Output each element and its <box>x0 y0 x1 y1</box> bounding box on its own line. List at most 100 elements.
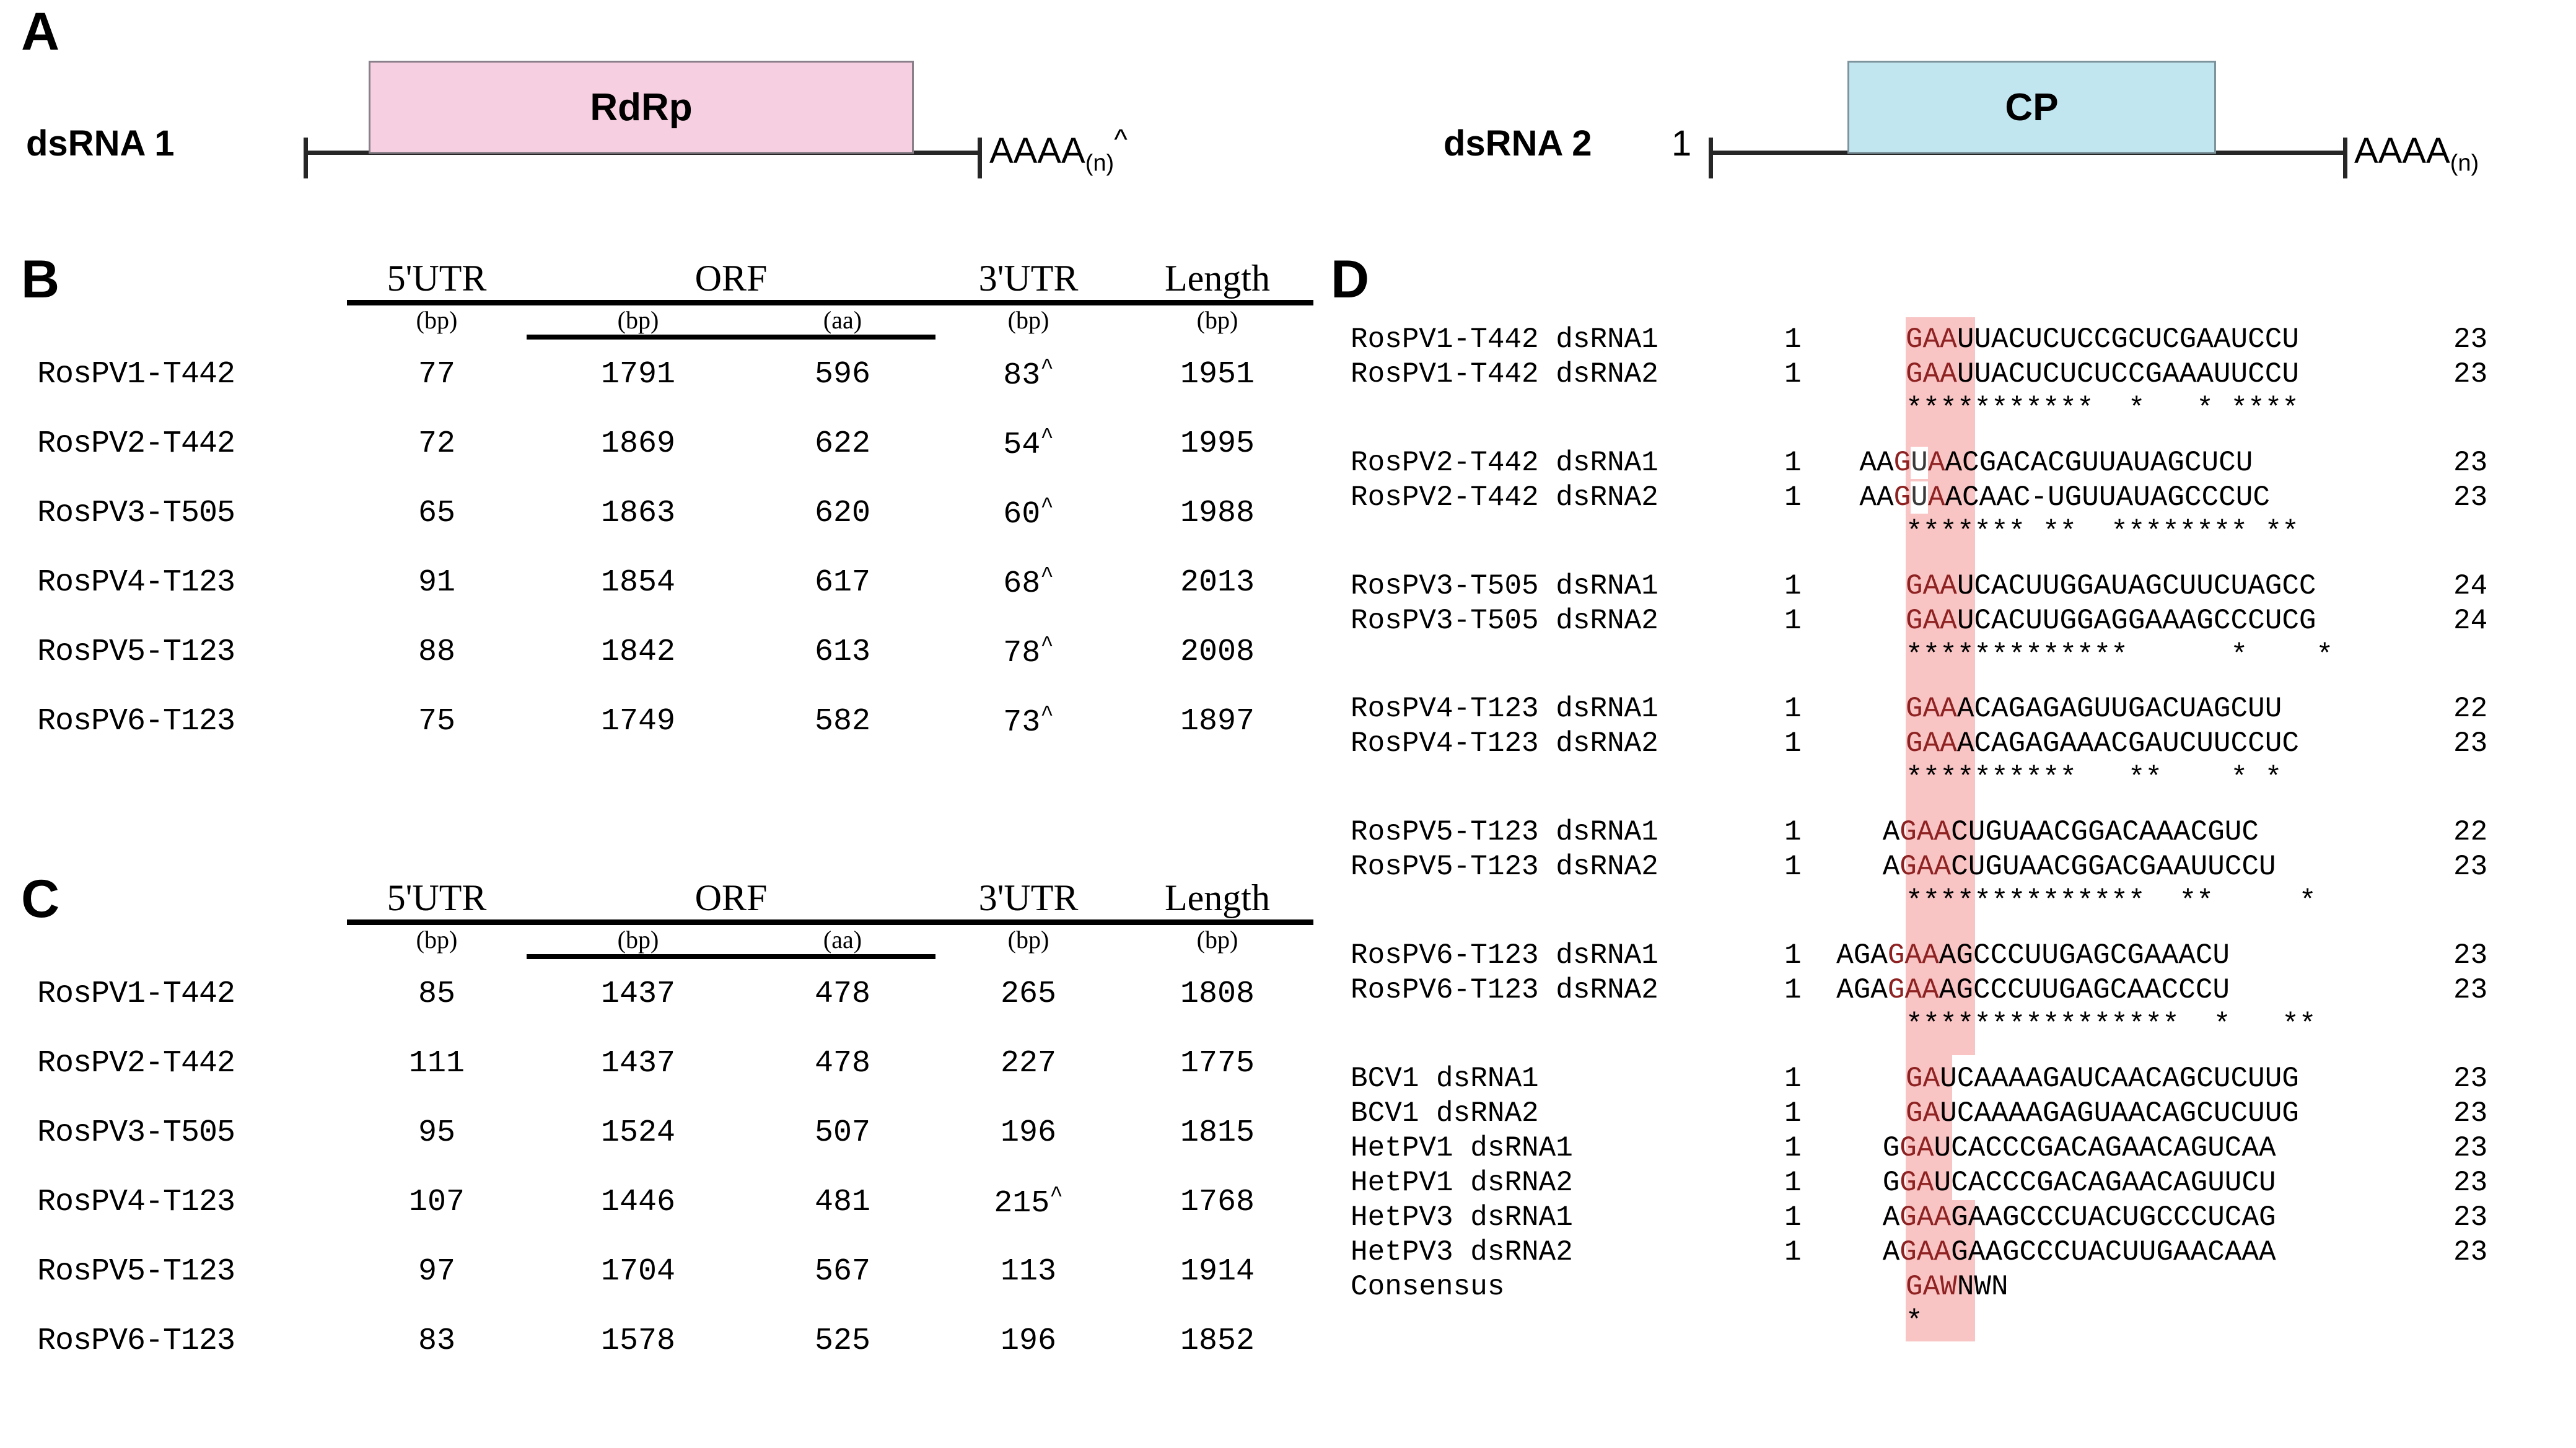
alignment-sequence: GAAACAGAGAGUUGACUAGCUU <box>1906 691 2282 726</box>
orf-bp: 1749 <box>600 703 676 739</box>
sequence-motif-char: A <box>1916 1201 1934 1234</box>
alignment-sequence: GGAUCACCCGACAGAACAGUUCU <box>1883 1165 2276 1200</box>
sequence-prefix: G <box>1882 1131 1900 1164</box>
polya-a-run: AAAA <box>989 131 1085 171</box>
highlight-band-wide <box>1906 317 1975 1055</box>
utr5-bp: 85 <box>418 976 455 1012</box>
utr5-bp: 91 <box>418 564 455 600</box>
total-length: 1897 <box>1180 703 1255 739</box>
orf-rule-spacer-left <box>37 954 527 959</box>
alignment-sequence-name: RosPV2-T442 dsRNA2 <box>1351 481 1658 514</box>
alignment-end-coord: 23 <box>2453 1131 2488 1164</box>
rdrp-label: RdRp <box>590 86 693 129</box>
alignment-sequence: AGAGAAAGCCCUUGAGCAACCCU <box>1836 973 2230 1007</box>
alignment-end-coord: 23 <box>2453 1097 2488 1130</box>
units-spacer <box>37 925 347 954</box>
conservation-stars: * <box>1906 1305 1923 1338</box>
alignment-sequence: AGAACUGUAACGGACAAACGUC <box>1883 815 2259 849</box>
alignment-end-coord: 23 <box>2453 1235 2488 1268</box>
column-header-orf: ORF <box>694 877 768 918</box>
utr5-bp: 107 <box>408 1184 465 1220</box>
alignment-sequence: AAGUAACAAC-UGUUAUAGCCCUC <box>1859 480 2270 515</box>
orf-aa: 617 <box>814 564 870 600</box>
orf-bp: 1791 <box>600 356 676 392</box>
alignment-start-coord: 1 <box>1784 569 1802 602</box>
footnote-caret: ^ <box>1040 424 1054 450</box>
unit-label-2: (aa) <box>823 306 862 334</box>
footnote-caret: ^ <box>1049 1183 1063 1208</box>
units-spacer <box>37 305 347 335</box>
panel-c-letter: C <box>21 869 60 929</box>
alignment-end-coord: 23 <box>2453 358 2488 390</box>
sequence-motif-char: G <box>1887 939 1905 972</box>
alignment-start-coord: 1 <box>1784 939 1802 972</box>
alignment-start-coord: 1 <box>1784 1097 1802 1130</box>
sequence-motif-char: G <box>1906 727 1923 760</box>
virus-name: RosPV2-T442 <box>37 1045 235 1081</box>
sequence-motif-char: A <box>1934 816 1952 849</box>
sequence-motif-char: G <box>1899 1166 1917 1199</box>
alignment-sequence-name: HetPV1 dsRNA2 <box>1351 1166 1573 1199</box>
utr5-bp: 77 <box>418 356 455 392</box>
header-spacer <box>37 877 347 919</box>
polya-a-run: AAAA <box>2354 131 2450 171</box>
sequence-motif-char: A <box>1922 604 1940 637</box>
conservation-stars: ************** ** * <box>1906 885 2316 918</box>
alignment-sequence-name: BCV1 dsRNA2 <box>1351 1097 1539 1130</box>
column-header-orf: ORF <box>694 258 768 299</box>
unit-label-1: (bp) <box>617 306 659 334</box>
column-header-length: Length <box>1165 258 1270 299</box>
utr3-bp: 196 <box>1000 1323 1056 1359</box>
sequence-motif-char: A <box>1940 358 1957 390</box>
column-header-3utr: 3'UTR <box>978 877 1079 918</box>
alignment-sequence: AAGUAACGACACGUUAUAGCUCU <box>1859 445 2253 480</box>
virus-name: RosPV2-T442 <box>37 426 235 462</box>
utr5-bp: 111 <box>408 1045 465 1081</box>
dsrna2-start-tick <box>1709 138 1713 178</box>
orf-bp: 1842 <box>600 634 676 670</box>
dsrna1-start-tick <box>304 138 308 178</box>
conservation-stars: ********** ** * * <box>1906 762 2282 795</box>
total-length: 1988 <box>1180 495 1255 531</box>
header-rule <box>347 919 1313 925</box>
sequence-motif-char: A <box>1916 1235 1934 1268</box>
orf-aa: 613 <box>814 634 870 670</box>
rule-spacer <box>37 300 347 305</box>
orf-rule <box>527 954 935 959</box>
alignment-sequence-name: HetPV3 dsRNA1 <box>1351 1201 1573 1234</box>
sequence-suffix: AGCCCUUGAGCGAAACU <box>1939 939 2230 972</box>
sequence-motif-char: A <box>1922 693 1940 726</box>
alignment-sequence: AGAAGAAGCCCUACUGCCCUCAG <box>1883 1200 2276 1235</box>
sequence-suffix: ACAAC-UGUUAUAGCCCUC <box>1945 481 2270 514</box>
sequence-motif-char: G <box>1906 1270 1923 1303</box>
alignment-end-coord: 23 <box>2453 1166 2488 1199</box>
alignment-end-coord: 22 <box>2453 693 2488 726</box>
alignment-start-coord: 1 <box>1784 1201 1802 1234</box>
column-header-5utr: 5'UTR <box>387 877 487 918</box>
sequence-motif-char: A <box>1904 974 1922 1006</box>
utr5-bp: 88 <box>418 634 455 670</box>
polya-subscript: (n) <box>1085 150 1115 177</box>
sequence-suffix: AGCCCUUGAGCAACCCU <box>1939 974 2230 1006</box>
alignment-end-coord: 23 <box>2453 1062 2488 1095</box>
virus-name: RosPV1-T442 <box>37 356 235 392</box>
total-length: 1808 <box>1180 976 1255 1012</box>
conservation-stars: **************** * ** <box>1906 1009 2316 1041</box>
orf-aa: 478 <box>814 1045 870 1081</box>
orf-aa: 582 <box>814 703 870 739</box>
sequence-motif-char: A <box>1922 939 1939 972</box>
sequence-suffix: UUACUCUCUCCGAAAUUCCU <box>1956 358 2299 390</box>
orf-aa: 620 <box>814 495 870 531</box>
alignment-start-coord: 1 <box>1784 1166 1802 1199</box>
alignment-start-coord: 1 <box>1784 727 1802 760</box>
virus-name: RosPV3-T505 <box>37 495 235 531</box>
orf-aa: 507 <box>814 1115 870 1151</box>
cp-label: CP <box>2005 86 2059 129</box>
total-length: 1768 <box>1180 1184 1255 1220</box>
sequence-prefix: G <box>1882 1166 1900 1199</box>
